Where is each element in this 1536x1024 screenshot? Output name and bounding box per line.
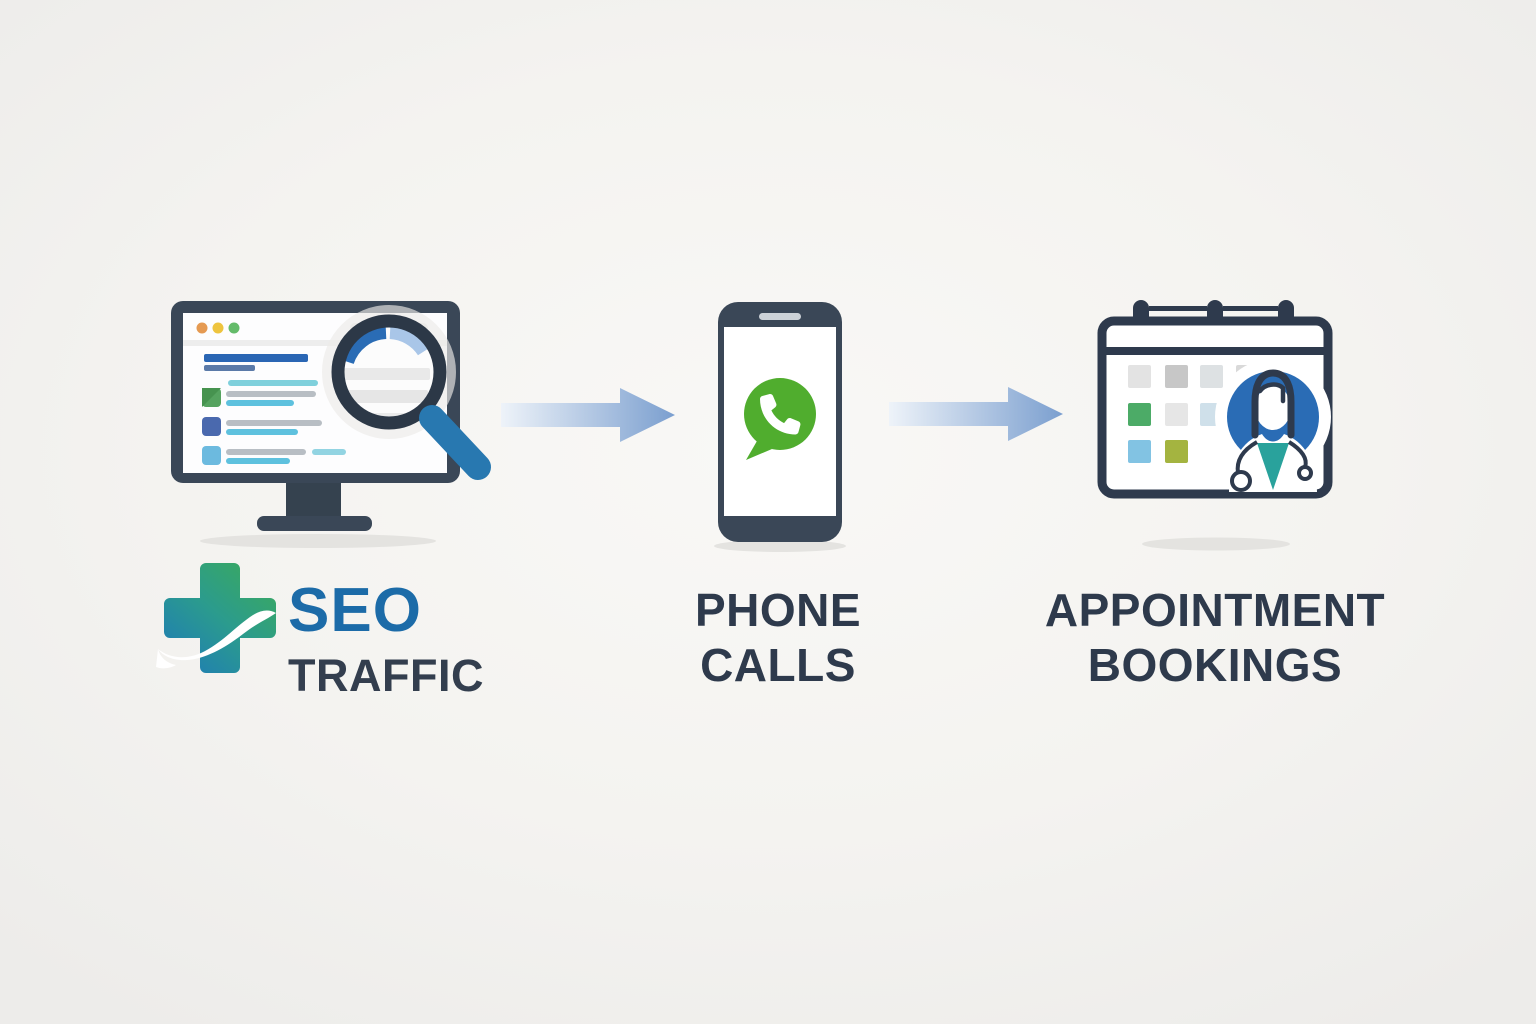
calendar-header-line [1100,347,1330,355]
monitor-stand [257,482,372,531]
stethoscope [1230,440,1313,492]
doctor-scrub-top [1257,443,1289,490]
label-line: CALLS [700,639,856,691]
magnifier-handle [419,405,491,480]
logo-swoosh [158,610,276,661]
label-line: TRAFFIC [288,650,484,701]
logo-swoosh-tail [156,649,176,669]
label-line: APPOINTMENT [1044,584,1386,636]
call-bubble-icon [744,378,816,460]
doctor-hair [1251,369,1295,439]
arrow-right-icon [889,387,1063,441]
serp-result-row [202,446,346,465]
step-label-seo-traffic: SEO TRAFFIC [288,576,484,701]
label-line: BOOKINGS [1087,639,1343,691]
calendar-shadow [1142,537,1290,551]
serp-result-row [202,417,322,436]
phone-speaker [759,313,801,320]
monitor-shadow [200,534,436,548]
label-line: PHONE [694,584,862,636]
step-label-phone-calls: PHONE CALLS [658,587,898,688]
doctor-avatar [1215,359,1331,492]
arrow-right-icon [501,388,675,442]
serp-result-row [202,388,316,407]
magnifier-icon [322,305,491,480]
serp-title-block [204,354,318,386]
step-label-appointment-bookings: APPOINTMENT BOOKINGS [1015,587,1415,688]
smartphone-call-icon [714,302,846,552]
phone-shadow [714,540,846,552]
medical-cross-logo [156,563,276,673]
monitor-search-icon [171,301,491,548]
cross-shape [164,563,276,673]
calendar-doctor-icon [1097,300,1333,551]
label-line: SEO [288,576,422,645]
